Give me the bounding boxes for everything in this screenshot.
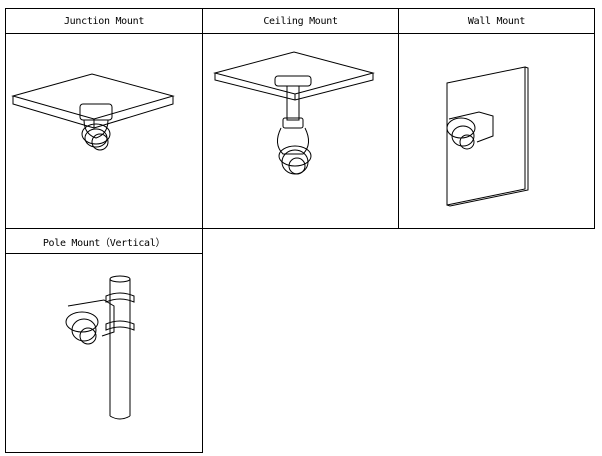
header-pole-mount: Pole Mount（Vertical）: [5, 228, 203, 254]
ceiling-mount-cell: [202, 33, 399, 229]
header-junction-mount: Junction Mount: [5, 8, 203, 34]
ceiling-mount-diagram-icon: [213, 51, 375, 175]
label: Junction Mount: [63, 15, 145, 27]
header-ceiling-mount: Ceiling Mount: [202, 8, 399, 34]
label: Ceiling Mount: [263, 15, 338, 27]
junction-mount-diagram-icon: [11, 73, 175, 151]
wall-mount-diagram-icon: [446, 66, 529, 207]
label: Wall Mount: [467, 15, 526, 27]
wall-mount-cell: [398, 33, 595, 229]
pole-mount-diagram-icon: [65, 275, 135, 420]
pole-mount-cell: [5, 253, 203, 453]
header-wall-mount: Wall Mount: [398, 8, 595, 34]
label: Pole Mount（Vertical）: [42, 237, 166, 249]
junction-mount-cell: [5, 33, 203, 229]
